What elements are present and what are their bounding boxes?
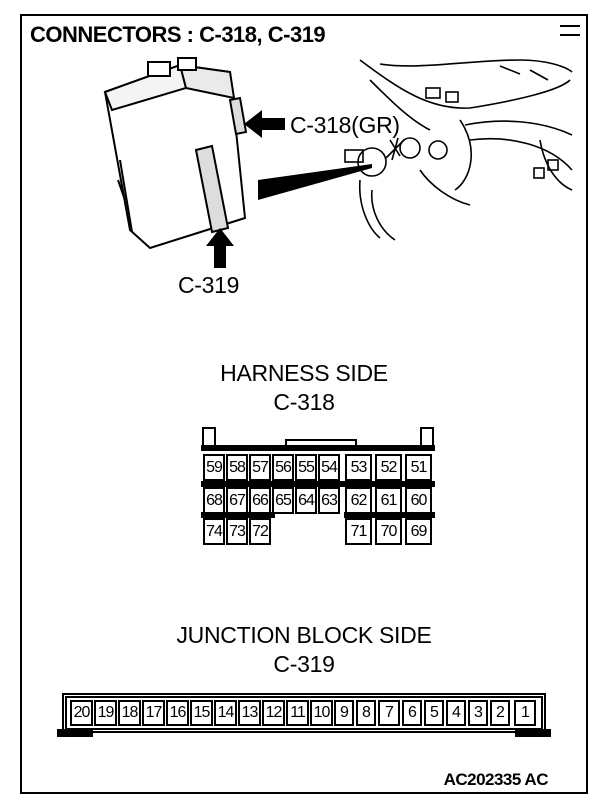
harness-side-heading: HARNESS SIDE bbox=[220, 360, 388, 386]
junction-connector-name: C-319 bbox=[273, 651, 335, 677]
diagram-frame bbox=[20, 14, 588, 794]
pin-73: 73 bbox=[226, 518, 248, 545]
pin-58: 58 bbox=[226, 454, 248, 481]
junction-block-drawing bbox=[103, 57, 248, 250]
c319-callout-label: C-319 bbox=[178, 272, 240, 298]
harness-connector-name: C-318 bbox=[273, 389, 335, 415]
jpin-15: 15 bbox=[190, 700, 213, 726]
jpin-8: 8 bbox=[356, 700, 376, 726]
jpin-12: 12 bbox=[262, 700, 285, 726]
vehicle-harness-drawing bbox=[344, 59, 573, 241]
pin-69: 69 bbox=[405, 518, 432, 545]
figure-code: AC202335 AC bbox=[443, 770, 549, 789]
jpin-14: 14 bbox=[214, 700, 237, 726]
pin-66: 66 bbox=[249, 487, 271, 514]
pin-67: 67 bbox=[226, 487, 248, 514]
pin-68: 68 bbox=[203, 487, 225, 514]
jpin-5: 5 bbox=[424, 700, 444, 726]
page-title: CONNECTORS : C-318, C-319 bbox=[30, 22, 326, 47]
jpin-2: 2 bbox=[490, 700, 510, 726]
pin-54: 54 bbox=[318, 454, 340, 481]
connector-illustration bbox=[103, 57, 573, 268]
pin-71: 71 bbox=[345, 518, 372, 545]
pin-59: 59 bbox=[203, 454, 225, 481]
jpin-10: 10 bbox=[310, 700, 333, 726]
pin-63: 63 bbox=[318, 487, 340, 514]
jpin-1: 1 bbox=[514, 700, 536, 726]
pin-70: 70 bbox=[375, 518, 402, 545]
pin-61: 61 bbox=[375, 487, 402, 514]
leader-wedge bbox=[258, 164, 372, 200]
jpin-20: 20 bbox=[70, 700, 93, 726]
jpin-17: 17 bbox=[142, 700, 165, 726]
pin-57: 57 bbox=[249, 454, 271, 481]
c319-arrow bbox=[206, 228, 234, 268]
jpin-7: 7 bbox=[378, 700, 400, 726]
c318-callout-label: C-318(GR) bbox=[290, 112, 400, 138]
c318-arrow bbox=[244, 110, 285, 138]
pin-65: 65 bbox=[272, 487, 294, 514]
pin-56: 56 bbox=[272, 454, 294, 481]
jpin-6: 6 bbox=[402, 700, 422, 726]
pin-60: 60 bbox=[405, 487, 432, 514]
pin-72: 72 bbox=[249, 518, 271, 545]
pin-55: 55 bbox=[295, 454, 317, 481]
jpin-4: 4 bbox=[446, 700, 466, 726]
jpin-3: 3 bbox=[468, 700, 488, 726]
jpin-18: 18 bbox=[118, 700, 141, 726]
jpin-13: 13 bbox=[238, 700, 261, 726]
pin-64: 64 bbox=[295, 487, 317, 514]
pin-74: 74 bbox=[203, 518, 225, 545]
pin-62: 62 bbox=[345, 487, 372, 514]
menu-icon bbox=[560, 22, 580, 44]
jpin-19: 19 bbox=[94, 700, 117, 726]
pin-53: 53 bbox=[345, 454, 372, 481]
jpin-9: 9 bbox=[334, 700, 354, 726]
pin-52: 52 bbox=[375, 454, 402, 481]
junction-side-heading: JUNCTION BLOCK SIDE bbox=[176, 622, 432, 648]
jpin-16: 16 bbox=[166, 700, 189, 726]
pin-51: 51 bbox=[405, 454, 432, 481]
jpin-11: 11 bbox=[286, 700, 309, 726]
